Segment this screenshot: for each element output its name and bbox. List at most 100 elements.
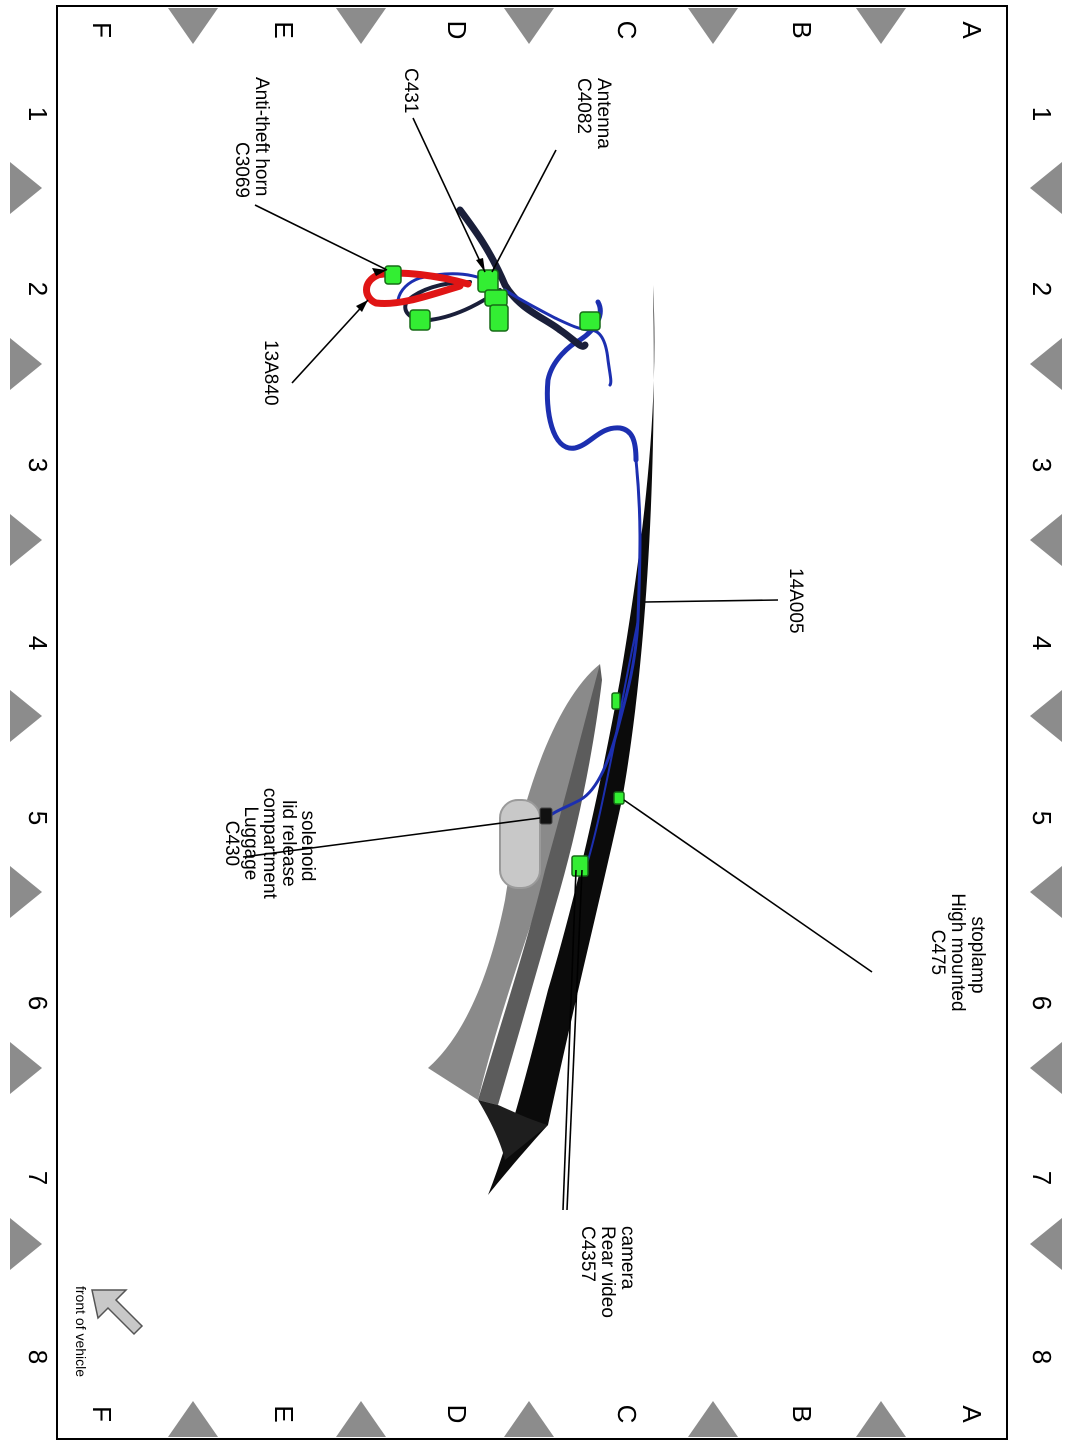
grid-marker [10, 162, 42, 214]
leader-c4357-b [566, 869, 583, 1211]
leader-c4082 [491, 149, 557, 273]
grid-marker [10, 690, 42, 742]
callout-line: Anti-theft horn [251, 77, 272, 196]
callout-14a005: 14A005 [785, 568, 806, 634]
leader-lines [242, 117, 873, 1211]
column-label-left: 5 [23, 811, 53, 825]
row-label-top: E [269, 21, 299, 38]
callout-line: C475 [927, 930, 948, 975]
connector-c430 [539, 807, 553, 825]
front-arrow-icon [91, 1289, 144, 1336]
column-label-left: 3 [23, 458, 53, 472]
connector-c3069 [384, 265, 402, 285]
grid-marker [10, 514, 42, 566]
arrowhead-13a840 [356, 300, 368, 312]
column-label-left: 7 [23, 1171, 53, 1185]
column-label-right: 3 [1027, 458, 1057, 472]
trunk-lid-illustration [428, 285, 655, 1195]
leader-14a005 [644, 599, 779, 603]
row-label-bottom: B [787, 1405, 817, 1422]
grid-marker [10, 338, 42, 390]
callout-line: 13A840 [260, 340, 281, 406]
grid-marker [10, 1042, 42, 1094]
front-of-vehicle-indicator: front of vehicle [73, 1286, 144, 1377]
row-label-top: D [442, 21, 472, 40]
harness-dark-branch-2 [403, 280, 502, 323]
harness-trunk-run [546, 458, 642, 820]
row-label-bottom: A [957, 1405, 987, 1423]
row-label-bottom: D [442, 1405, 472, 1424]
column-label-left: 6 [23, 996, 53, 1010]
column-label-right: 2 [1027, 282, 1057, 296]
leader-arrowheads [356, 258, 485, 312]
column-label-left: 4 [23, 636, 53, 650]
column-label-right: 5 [1027, 811, 1057, 825]
row-label-bottom: F [87, 1406, 117, 1422]
harness-upper-loop [544, 299, 639, 463]
callout-c4082: C4082 Antenna [573, 78, 614, 149]
callout-line: C3069 [231, 142, 252, 198]
grid-marker [1030, 1042, 1062, 1094]
callout-line: lid release [278, 800, 299, 887]
grid-marker [688, 8, 738, 44]
column-label-left: 8 [23, 1350, 53, 1364]
callout-line: solenoid [297, 811, 318, 882]
connector-c431-b [489, 304, 509, 332]
column-label-right: 4 [1027, 636, 1057, 650]
grid-marker [1030, 866, 1062, 918]
callout-line: C4357 [577, 1226, 598, 1282]
grid-marker [688, 1401, 738, 1437]
connector-c4357 [571, 855, 589, 877]
grid-marker [168, 1401, 218, 1437]
callout-line: High mounted [947, 893, 968, 1011]
connector-mid [611, 692, 621, 710]
callout-c430: C430 Luggage compartment lid release sol… [221, 788, 318, 904]
row-label-top: A [957, 21, 987, 39]
connectors [384, 265, 625, 877]
callout-labels: C4082 Antenna C431 C3069 Anti-theft horn… [221, 68, 988, 1323]
grid-marker [856, 8, 906, 44]
leader-c430 [242, 817, 541, 858]
connector-c431 [484, 289, 508, 307]
harness-trunk-run-2 [584, 619, 639, 871]
trunk-lid-edge [478, 1100, 548, 1160]
arrowhead-c3069 [372, 268, 387, 276]
grid-markers [10, 8, 1062, 1437]
leader-c3069 [254, 204, 388, 271]
callout-c431: C431 [400, 68, 421, 113]
callout-line: Luggage [240, 806, 261, 880]
row-label-top: C [612, 21, 642, 40]
callout-c4357: C4357 Rear video camera [577, 1226, 638, 1323]
connector-c475 [613, 791, 625, 805]
callout-line: compartment [259, 788, 280, 900]
grid-marker [1030, 338, 1062, 390]
connector-c4082-b [579, 311, 601, 331]
latch-pocket [499, 799, 541, 889]
grid-marker [1030, 690, 1062, 742]
callout-c3069: C3069 Anti-theft horn [231, 77, 272, 203]
harness-dark-branch [456, 206, 589, 350]
grid-marker [10, 1218, 42, 1270]
grid-marker [504, 8, 554, 44]
callout-line: stoplamp [967, 916, 988, 993]
callout-line: Rear video [597, 1226, 618, 1318]
connector-c4082 [477, 269, 499, 293]
arrowhead-c431 [476, 258, 485, 272]
grid-marker [1030, 514, 1062, 566]
grid-marker [1030, 1218, 1062, 1270]
harness-14a005 [363, 206, 642, 871]
callout-line: C431 [400, 68, 421, 113]
connector-antitheft-b [409, 309, 431, 331]
column-label-right: 8 [1027, 1350, 1057, 1364]
callout-line: Antenna [593, 78, 614, 149]
leader-c4357-a [562, 869, 577, 1211]
harness-red-13a840 [363, 269, 472, 307]
callout-line: C430 [221, 821, 242, 866]
grid-marker [168, 8, 218, 44]
column-label-right: 6 [1027, 996, 1057, 1010]
diagram-border [56, 5, 1008, 1440]
leader-c431 [412, 117, 486, 273]
leader-c475 [623, 799, 873, 973]
grid-marker [336, 1401, 386, 1437]
